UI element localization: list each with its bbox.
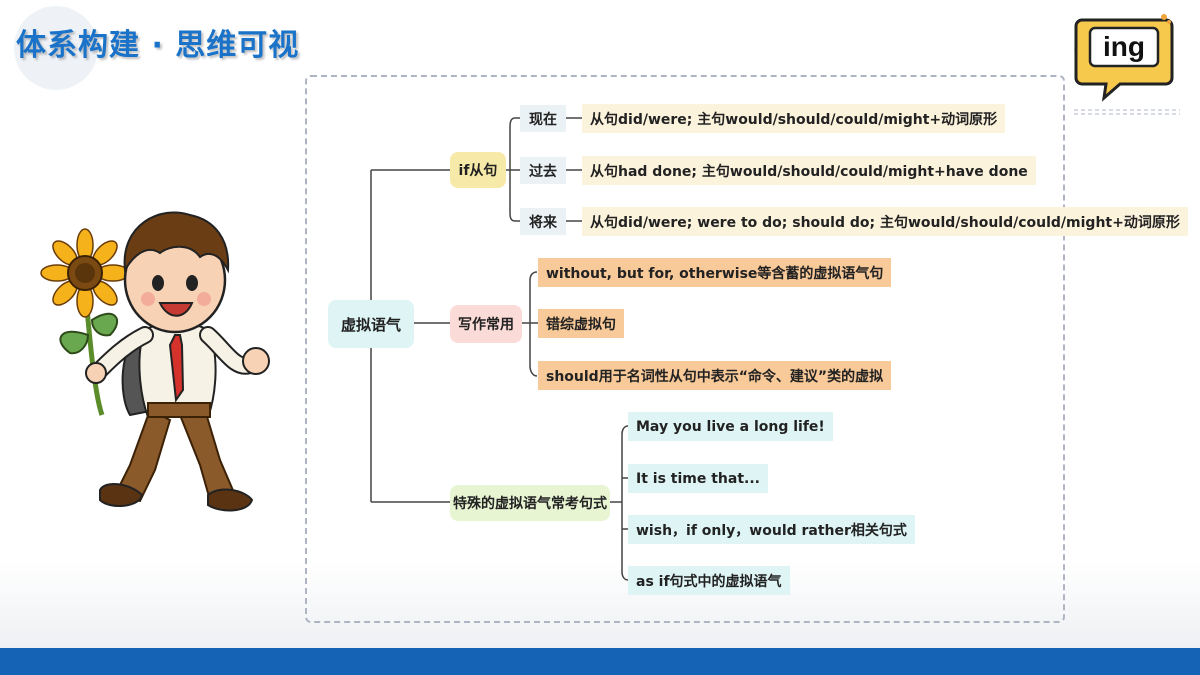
special-item-may: May you live a long life!: [628, 412, 833, 441]
if-tag-past: 过去: [520, 157, 566, 184]
background-fade: [0, 560, 1200, 648]
title-decoration-circle: [14, 6, 98, 90]
if-rule-future: 从句did/were; were to do; should do; 主句wou…: [582, 207, 1188, 236]
if-tag-present: 现在: [520, 105, 566, 132]
if-rule-present: 从句did/were; 主句would/should/could/might+动…: [582, 104, 1006, 133]
branch-writing-common: 写作常用: [450, 305, 522, 343]
writing-item-mixed: 错综虚拟句: [538, 309, 624, 338]
special-item-asif: as if句式中的虚拟语气: [628, 566, 790, 595]
writing-item-should: should用于名词性从句中表示“命令、建议”类的虚拟: [538, 361, 892, 390]
if-tag-future: 将来: [520, 208, 566, 235]
if-rule-past: 从句had done; 主句would/should/could/might+h…: [582, 156, 1036, 185]
badge-text: ing: [1103, 31, 1145, 62]
mindmap-root: 虚拟语气: [328, 300, 414, 348]
branch-if-clause: if从句: [450, 152, 506, 188]
slide-title: 体系构建 · 思维可视: [16, 28, 300, 63]
ing-speech-bubble-icon: ing: [1074, 14, 1180, 115]
boy-with-sunflower-illustration: [40, 211, 270, 512]
mindmap-frame: [305, 75, 1065, 623]
writing-item-implied: without, but for, otherwise等含蓄的虚拟语气句: [538, 258, 892, 287]
branch-special-patterns: 特殊的虚拟语气常考句式: [450, 485, 610, 521]
footer-bar: [0, 648, 1200, 675]
special-item-time: It is time that...: [628, 464, 768, 493]
special-item-wish: wish，if only，would rather相关句式: [628, 515, 915, 544]
